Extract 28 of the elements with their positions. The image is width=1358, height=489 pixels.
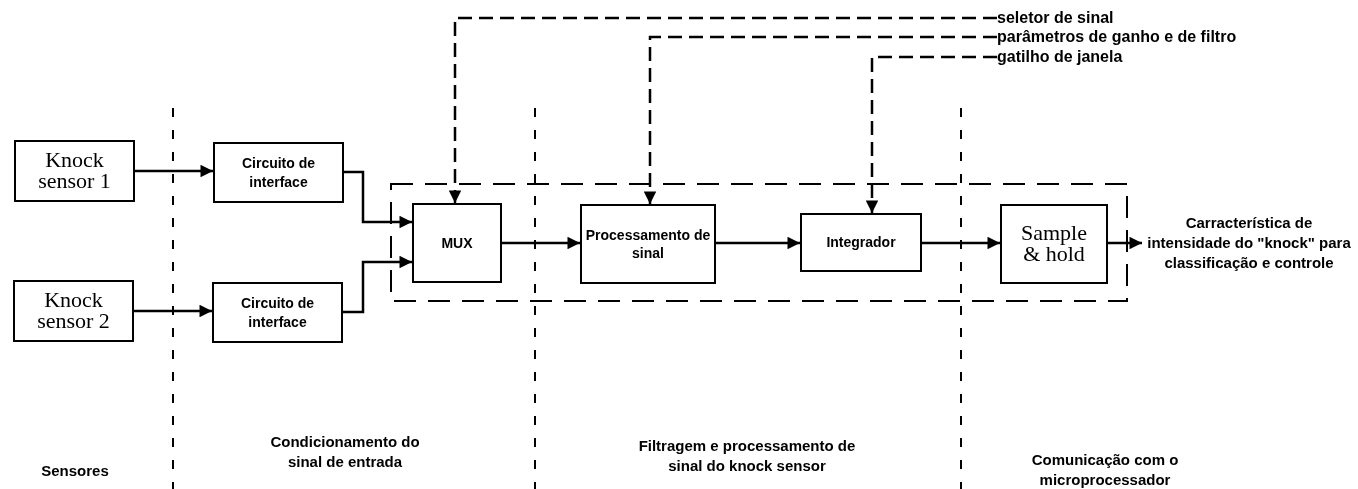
section-label: Filtragem e processamento de sinal do knock sensor <box>637 436 857 475</box>
arrow <box>135 164 213 178</box>
process-box: MUX <box>412 203 502 283</box>
process-box: Integrador <box>800 213 922 272</box>
sensor-box: Knock sensor 1 <box>14 140 135 202</box>
process-box: Circuito de interface <box>213 142 344 203</box>
process-box: Sample & hold <box>1000 204 1108 284</box>
process-box: Circuito de interface <box>212 282 343 343</box>
arrow <box>502 236 580 250</box>
signal-label: seletor de sinal <box>997 9 1114 27</box>
arrow <box>922 236 1000 250</box>
arrow <box>343 255 412 314</box>
dashed-arrow <box>865 55 997 213</box>
dashed-group-box <box>390 183 1128 302</box>
arrow <box>716 236 800 250</box>
sensor-box: Knock sensor 2 <box>13 280 134 342</box>
dashed-arrow <box>448 16 997 203</box>
section-label: Comunicação com o microprocessador <box>1030 450 1180 489</box>
arrow <box>344 170 412 229</box>
process-box: Processamento de sinal <box>580 204 716 284</box>
section-label: Sensores <box>40 461 110 481</box>
arrow <box>1108 236 1142 250</box>
arrow <box>134 304 212 318</box>
signal-label: parâmetros de ganho e de filtro <box>997 28 1237 46</box>
signal-label: gatilho de janela <box>997 48 1123 66</box>
output-text: Carracterística de intensidade do "knock" para classificação e controle <box>1142 193 1356 293</box>
section-label: Condicionamento do sinal de entrada <box>269 432 421 471</box>
dashed-arrow <box>643 35 997 204</box>
